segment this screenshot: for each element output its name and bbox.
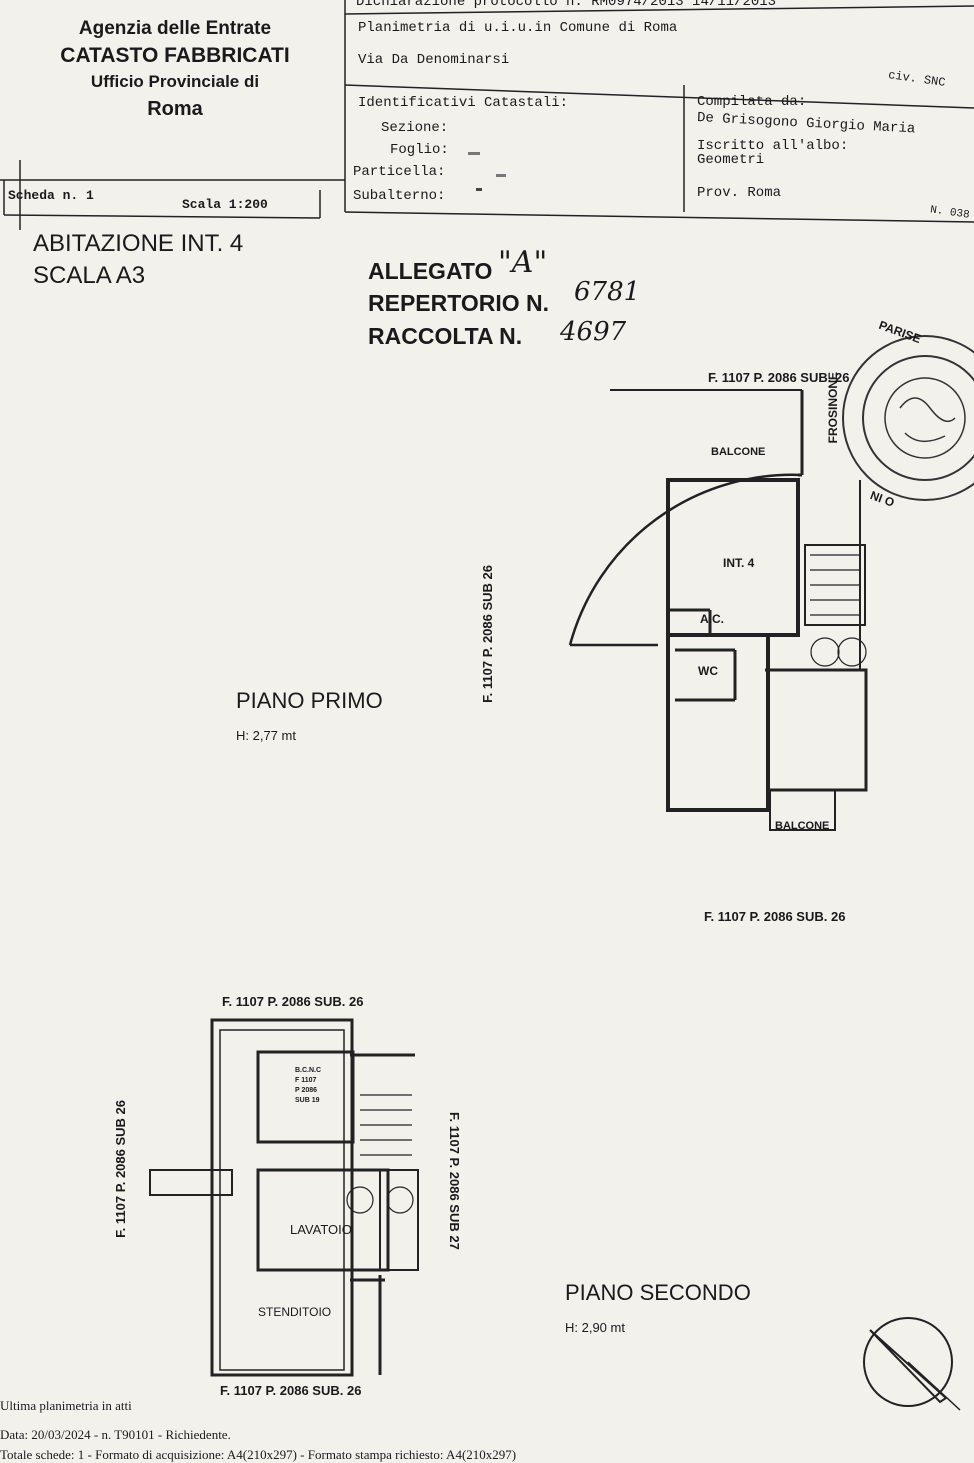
plan1-ref-left: F. 1107 P. 2086 SUB 26 — [480, 565, 495, 703]
repertorio-label: REPERTORIO N. — [368, 290, 550, 316]
bcnc-line4: SUB 19 — [295, 1097, 320, 1104]
redacted-mark — [476, 188, 482, 191]
header-subalterno: Subalterno: — [353, 188, 446, 204]
north-arrow-icon — [863, 1317, 961, 1411]
bcnc-line1: B.C.N.C — [295, 1067, 322, 1074]
redacted-mark — [496, 174, 506, 177]
scheda-number: Scheda n. 1 — [8, 188, 94, 203]
footer-ultima: Ultima planimetria in atti — [0, 1398, 132, 1413]
plan2-ref-right: F. 1107 P. 2086 SUB 27 — [447, 1112, 462, 1250]
plan2-ref-bottom: F. 1107 P. 2086 SUB. 26 — [220, 1383, 362, 1398]
office-catasto: CATASTO FABBRICATI — [60, 44, 290, 67]
raccolta-label: RACCOLTA N. — [368, 323, 523, 349]
room-balcone-top: BALCONE — [711, 446, 766, 458]
allegato-label: ALLEGATO — [368, 258, 493, 284]
footer-totale: Totale schede: 1 - Formato di acquisizio… — [0, 1447, 517, 1462]
header-compilata: Compilata da: — [697, 94, 807, 110]
header-iscritto-albo: Geometri — [697, 152, 765, 168]
header-iscritto: Iscritto all'albo: — [697, 138, 849, 154]
allegato-handwritten: "A" — [498, 245, 548, 280]
raccolta-number: 4697 — [560, 317, 627, 347]
office-ufficio: Ufficio Provinciale di — [90, 72, 260, 91]
plan1-ref-top: F. 1107 P. 2086 SUB. 26 — [708, 370, 850, 385]
plan-primo-drawing — [568, 389, 868, 831]
piano-secondo-title: PIANO SECONDO — [565, 1280, 751, 1305]
room-wc: WC — [698, 664, 718, 678]
office-agency: Agenzia delle Entrate — [78, 18, 272, 39]
plan1-ref-bottom: F. 1107 P. 2086 SUB. 26 — [704, 909, 846, 924]
redacted-mark — [468, 152, 480, 155]
room-lavatoio: LAVATOIO — [290, 1222, 352, 1237]
piano-primo-height: H: 2,77 mt — [236, 728, 296, 743]
header-foglio: Foglio: — [390, 142, 449, 158]
repertorio-number: 6781 — [574, 277, 641, 307]
footer-data: Data: 20/03/2024 - n. T90101 - Richieden… — [0, 1427, 231, 1442]
room-stenditoio: STENDITOIO — [258, 1305, 332, 1319]
room-ac: A.C. — [700, 612, 724, 626]
unit-title: ABITAZIONE INT. 4 — [33, 230, 244, 257]
bcnc-line3: P 2086 — [295, 1087, 318, 1094]
notary-seal — [842, 335, 974, 501]
room-balcone-bottom: BALCONE — [775, 820, 830, 832]
header-particella: Particella: — [353, 164, 446, 180]
bcnc-line2: F 1107 — [295, 1077, 317, 1084]
header-via: Via Da Denominarsi — [358, 52, 510, 68]
header-prov: Prov. Roma — [697, 185, 782, 201]
plan2-ref-top: F. 1107 P. 2086 SUB. 26 — [222, 994, 364, 1009]
header-top-partial: Dichiarazione protocollo n. RM0974/2013 … — [356, 0, 777, 10]
office-block: Agenzia delle Entrate CATASTO FABBRICATI… — [20, 18, 330, 121]
bcnc-label: B.C.N.C F 1107 P 2086 SUB 19 — [295, 1066, 321, 1106]
header-planimetria: Planimetria di u.i.u.in Comune di Roma — [358, 20, 678, 36]
room-int4: INT. 4 — [723, 556, 755, 570]
piano-primo-title: PIANO PRIMO — [236, 688, 383, 713]
scale: Scala 1:200 — [182, 197, 268, 212]
header-identificativi: Identificativi Catastali: — [358, 95, 569, 111]
plan-secondo-drawing — [149, 1018, 419, 1377]
unit-scala: SCALA A3 — [33, 262, 146, 289]
office-city: Roma — [147, 98, 203, 120]
header-frame — [0, 0, 974, 230]
piano-secondo-height: H: 2,90 mt — [565, 1320, 625, 1335]
header-sezione: Sezione: — [381, 120, 449, 136]
plan2-ref-left: F. 1107 P. 2086 SUB 26 — [113, 1100, 128, 1238]
